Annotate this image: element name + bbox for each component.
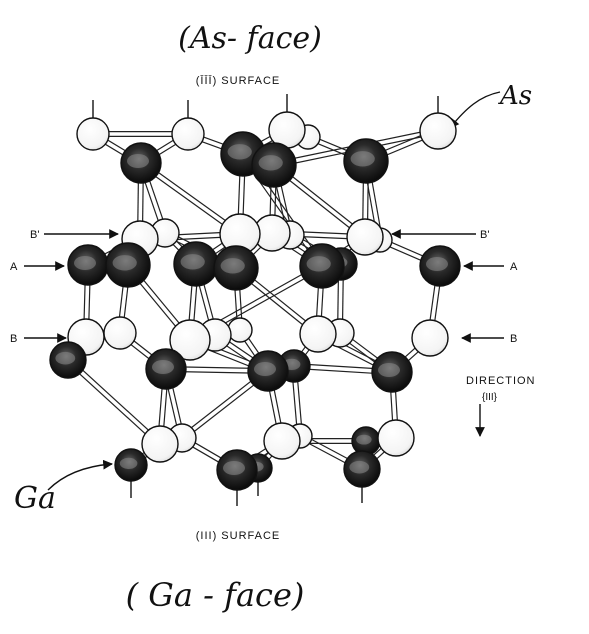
ga-atom-stipple [258, 155, 283, 171]
as-label: As [498, 81, 532, 111]
as-atom [411, 319, 449, 357]
plane-label-b-prime-left: B' [30, 229, 39, 241]
ga-callout-arrow [47, 459, 113, 491]
ga-atom-stipple [55, 351, 76, 365]
as-atom [141, 425, 179, 463]
direction-index: {III} [482, 392, 498, 403]
ga-atom-stipple [426, 257, 448, 271]
plane-label-a-left: A [10, 261, 18, 273]
ga-atom-stipple [350, 151, 375, 167]
ga-atom-stipple [127, 154, 149, 168]
as-callout-arrow [449, 91, 501, 129]
as-atom [419, 112, 457, 150]
as-atom [377, 419, 415, 457]
as-atom [76, 117, 110, 151]
bottom-surface-label: (III) SURFACE [196, 530, 281, 542]
as-atom [263, 422, 301, 460]
plane-label-b-prime-right: B' [480, 229, 489, 241]
ga-atom-stipple [356, 434, 372, 445]
ga-atom-stipple [306, 256, 331, 272]
ga-atom-stipple [112, 255, 137, 271]
top-caption: (As- face) [178, 21, 322, 56]
plane-label-a-right: A [510, 261, 518, 273]
bottom-caption: ( Ga - face) [126, 576, 305, 614]
as-atom [346, 218, 384, 256]
ga-atom-stipple [74, 256, 96, 270]
ga-label: Ga [14, 481, 56, 516]
as-atom [169, 319, 211, 361]
ga-atom-stipple [223, 461, 245, 475]
as-atom [299, 315, 337, 353]
ga-atom-stipple [119, 457, 138, 469]
as-atom [103, 316, 137, 350]
bond-line [65, 361, 159, 447]
as-atom [171, 117, 205, 151]
ga-atom-stipple [152, 360, 174, 374]
ga-atom-stipple [254, 362, 276, 376]
ga-atom-stipple [349, 460, 370, 474]
ga-atom-stipple [180, 254, 205, 270]
direction-label: DIRECTION [466, 375, 536, 387]
plane-label-b-right: B [510, 333, 517, 345]
plane-label-b-left: B [10, 333, 17, 345]
top-surface-label: (ĪĪĪ) SURFACE [196, 75, 281, 87]
crystal-atoms [49, 111, 461, 491]
ga-atom-stipple [227, 144, 252, 160]
bond-line [69, 357, 163, 443]
ga-atom-stipple [378, 363, 400, 377]
ga-atom-stipple [220, 258, 245, 274]
as-atom [227, 317, 253, 343]
